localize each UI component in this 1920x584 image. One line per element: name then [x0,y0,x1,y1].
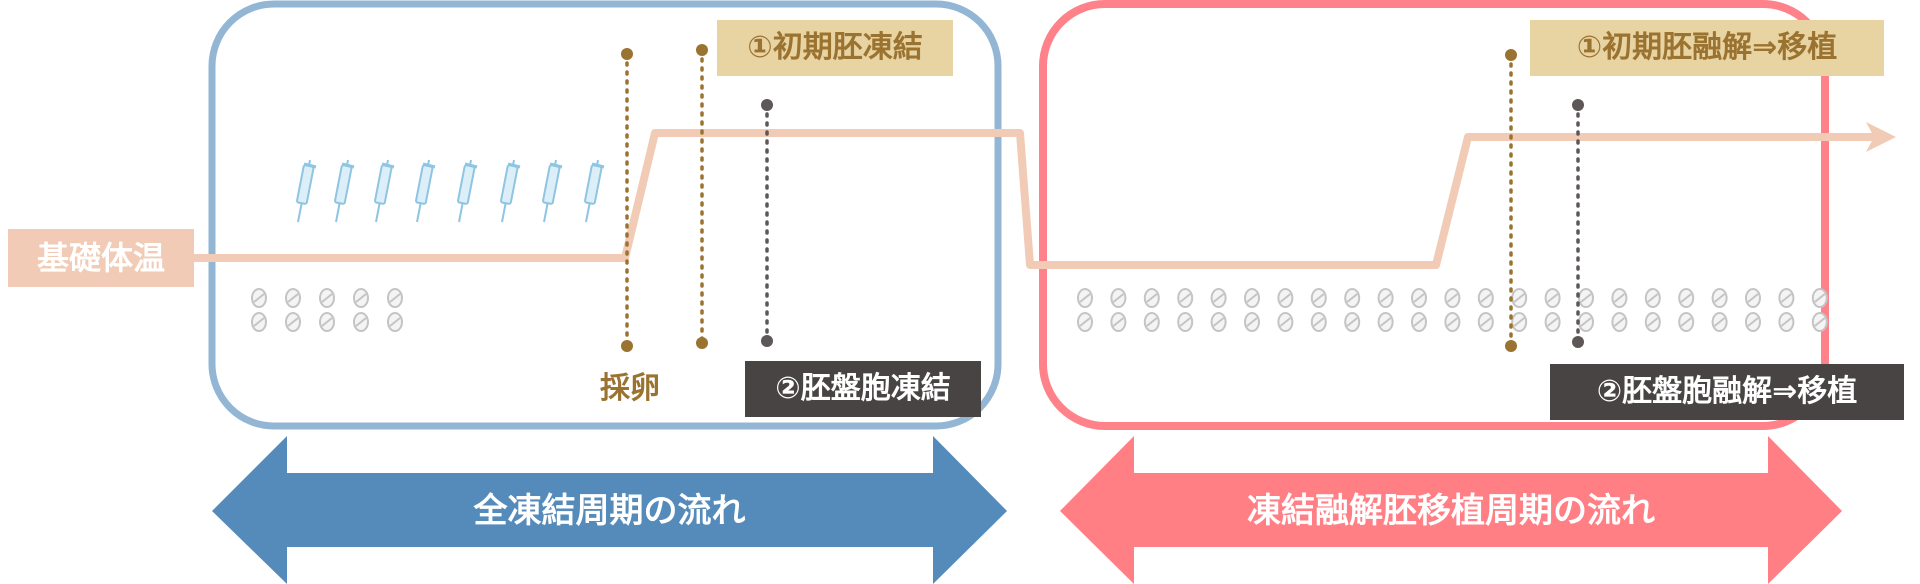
pill-icon [1310,312,1327,332]
pill-icon [1177,288,1194,308]
pill-icon [1578,288,1594,308]
freeze-cycle-frame [208,0,1002,430]
pill-icon [1511,312,1528,332]
pill-icon [1411,312,1427,332]
pill-icon [1110,288,1127,308]
pill-icons-transfer [1077,288,1828,332]
tag-blastocyst-transfer: ②胚盤胞融解⇒移植 [1550,364,1904,420]
pill-icon [1411,288,1427,308]
syringe-icon [456,158,479,224]
pill-icon [1511,288,1528,308]
pill-icon [1477,312,1494,332]
pill-icon [1377,312,1394,332]
marker-blastocyst-freeze [761,99,773,347]
temperature-line [190,129,1878,269]
pill-icon [1077,288,1093,308]
pill-icon [1310,288,1327,308]
syringe-icons [295,158,606,224]
pill-icon [1644,312,1661,332]
transfer-cycle-arrow [1060,436,1842,584]
syringe-icon [499,158,522,224]
tag-early-embryo-freeze: ①初期胚凍結 [717,20,953,76]
syringe-icon [373,158,396,224]
marker-early-embryo-transfer [1505,49,1517,352]
pill-icon [1143,288,1160,308]
marker-early-embryo-freeze [696,44,708,349]
pill-icon [1143,312,1160,332]
pill-icon [1544,312,1561,332]
pill-icon [1644,288,1661,308]
pill-icon [1578,312,1594,332]
egg-retrieval-label: 採卵 [600,371,660,406]
transfer-cycle-frame [1039,0,1829,430]
pill-icon [1110,312,1127,332]
pill-icon [1611,312,1628,332]
tag-blastocyst-freeze: ②胚盤胞凍結 [745,361,981,417]
pill-icon [1444,288,1461,308]
pill-icon [1344,312,1361,332]
bbt-label: 基礎体温 [8,229,194,287]
pill-icon [1244,312,1260,332]
pill-icon [1678,288,1695,308]
pill-icon [1778,312,1795,332]
pill-icon [1477,288,1494,308]
pill-icon [1711,312,1728,332]
pill-icon [1678,312,1695,332]
pill-icon [1344,288,1361,308]
pill-icon [1778,288,1795,308]
pill-icon [1444,312,1461,332]
pill-icon [1544,288,1561,308]
marker-egg-retrieval [621,48,633,352]
pill-icon [1711,288,1728,308]
pill-icon [1811,312,1828,332]
syringe-icon [295,158,318,224]
marker-blastocyst-transfer [1572,99,1584,348]
syringe-icon [414,158,437,224]
pill-icon [1244,288,1260,308]
pill-icon [1077,312,1093,332]
pill-icon [1745,288,1761,308]
pill-icon [1210,288,1227,308]
pill-icon [1277,288,1294,308]
transfer-cycle-arrow-label: 凍結融解胚移植周期の流れ [1247,491,1655,531]
syringe-icon [583,158,606,224]
pill-icon [1177,312,1194,332]
syringe-icon [541,158,564,224]
pill-icon [1377,288,1394,308]
freeze-cycle-arrow-label: 全凍結周期の流れ [473,491,746,531]
pill-icon [1277,312,1294,332]
tag-early-embryo-transfer: ①初期胚融解⇒移植 [1530,20,1884,76]
pill-icon [1811,288,1828,308]
pill-icons-freeze [251,288,403,332]
pill-icon [1210,312,1227,332]
syringe-icon [333,158,356,224]
pill-icon [1745,312,1761,332]
pill-icon [1611,288,1628,308]
temperature-arrow-head [1866,122,1896,152]
freeze-cycle-arrow [212,436,1007,584]
